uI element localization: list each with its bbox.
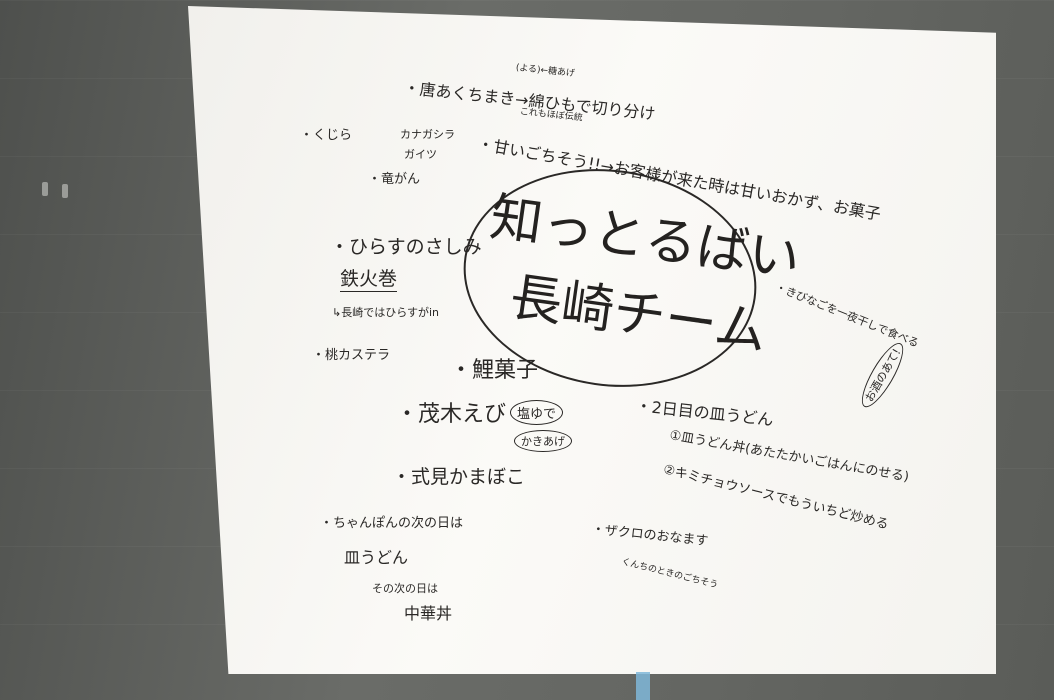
note-kakiage: かきあげ (514, 430, 572, 452)
note-kanagashira: カナガシラ (400, 128, 455, 141)
note-chukadon: 中華丼 (404, 604, 453, 623)
note-koigashi: ・鯉菓子 (450, 358, 539, 383)
note-hirasu-in: ↳長崎ではひらすがin (332, 306, 440, 319)
note-kujira: ・くじら (300, 128, 353, 143)
note-shioyude: 塩ゆで (510, 400, 564, 425)
note-tekkamaki: 鉄火巻 (340, 264, 398, 292)
note-gaitsu: ガイツ (404, 148, 437, 161)
note-champon: ・ちゃんぽんの次の日は (320, 516, 464, 531)
note-ryugan: ・竜がん (368, 172, 421, 187)
note-shikimi-kamaboko: ・式見かまぼこ (392, 466, 526, 488)
poster-paper (188, 6, 996, 674)
note-hirasu: ・ひらすのさしみ (330, 236, 482, 258)
wall-pin (42, 182, 48, 196)
wall-pin (62, 184, 68, 198)
note-sono-tsugi: その次の日は (372, 582, 438, 595)
note-mogi-ebi: ・茂木えび (396, 402, 507, 427)
note-saraudon: 皿うどん (344, 548, 409, 567)
blue-tape (636, 672, 650, 700)
note-momo-castella: ・桃カステラ (312, 348, 391, 363)
